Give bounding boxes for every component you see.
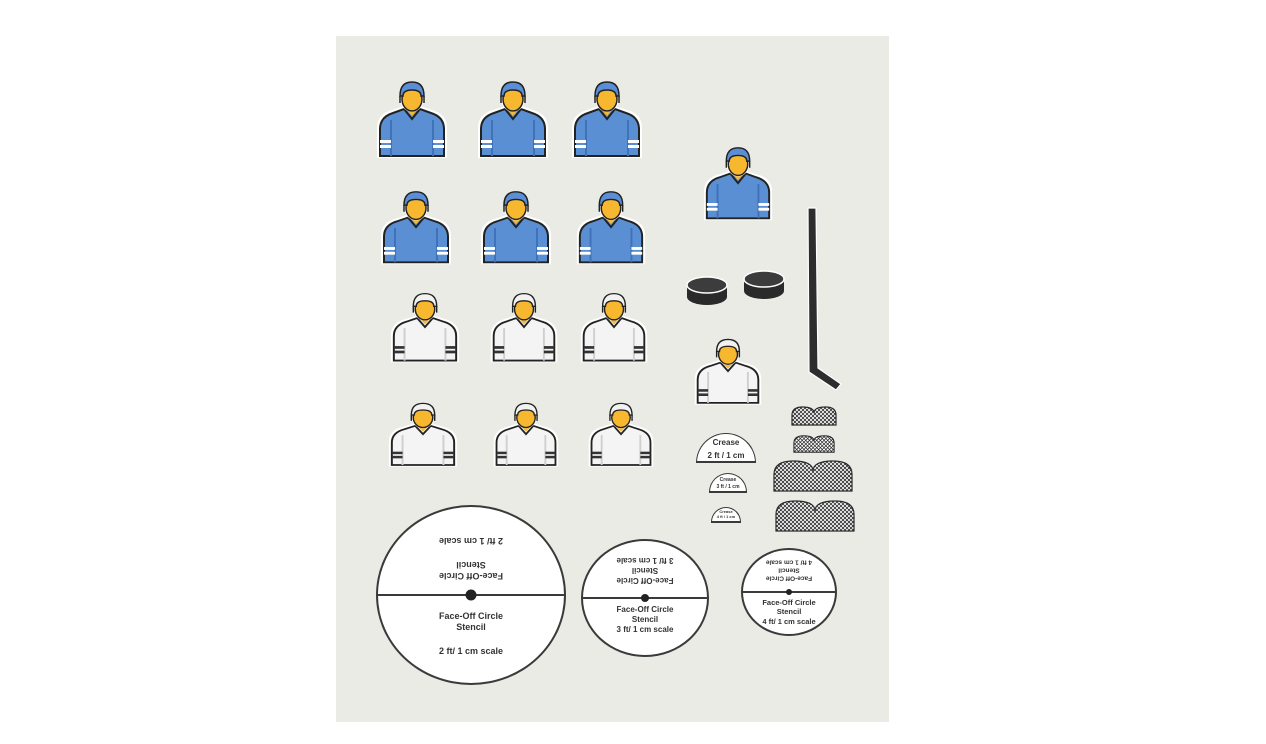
stencil-scale: 2 ft/ 1 cm scale — [438, 645, 504, 656]
crease-scale: 3 ft / 1 cm — [716, 484, 740, 490]
white-player-icon — [388, 290, 462, 366]
blue-player-icon — [475, 78, 551, 162]
stencil-subtitle-mirrored: Stencil — [456, 559, 486, 570]
crease-stencil-small: Crease 4 ft / 1 cm — [711, 507, 741, 523]
goal-net-icon — [793, 434, 835, 454]
crease-scale: 2 ft / 1 cm — [707, 450, 745, 460]
puck-icon — [686, 276, 728, 306]
white-player-icon — [578, 290, 650, 366]
blue-player-icon — [374, 78, 450, 162]
blue-player-icon — [701, 144, 775, 224]
hockey-stick-icon — [801, 206, 846, 391]
white-player-icon — [692, 336, 764, 408]
stencil-title: Face-Off Circle — [438, 611, 504, 621]
white-player-icon — [491, 400, 561, 470]
blue-player-icon — [378, 188, 454, 268]
crease-scale: 4 ft / 1 cm — [716, 513, 736, 519]
faceoff-stencil-large: Face-Off Circle Stencil 2 ft/ 1 cm scale… — [376, 505, 566, 685]
crease-stencil-medium: Crease 3 ft / 1 cm — [709, 473, 747, 493]
stencil-subtitle: Stencil — [456, 622, 486, 633]
white-player-icon — [586, 400, 656, 470]
blue-player-icon — [478, 188, 554, 268]
goal-net-icon — [773, 460, 853, 492]
stencil-title: Face-Off Circle — [616, 605, 674, 614]
stencil-title: Face-Off Circle — [762, 598, 816, 607]
stencil-scale: 3 ft/ 1 cm scale — [616, 625, 674, 634]
stencil-scale-mirrored: 2 ft/ 1 cm scale — [438, 536, 504, 547]
stencil-subtitle: Stencil — [631, 615, 659, 624]
stencil-scale-mirrored: 3 ft/ 1 cm scale — [616, 556, 674, 565]
stencil-center-dot — [465, 589, 477, 601]
stencil-title-mirrored: Face-Off Circle — [616, 576, 674, 585]
faceoff-stencil-medium: Face-Off Circle Stencil 3 ft/ 1 cm scale… — [581, 539, 709, 657]
crease-title: Crease — [719, 509, 733, 514]
white-player-icon — [488, 290, 560, 366]
stencil-subtitle: Stencil — [776, 607, 802, 617]
faceoff-stencil-small: Face-Off Circle Stencil 4 ft/ 1 cm scale… — [741, 548, 837, 636]
blue-player-icon — [574, 188, 648, 268]
crease-title: Crease — [712, 438, 740, 447]
crease-title: Crease — [719, 477, 737, 483]
puck-icon — [743, 270, 785, 300]
stencil-title-mirrored: Face-Off Circle — [765, 574, 813, 582]
stencil-center-dot — [786, 589, 792, 595]
stencil-scale-mirrored: 4 ft/ 1 cm scale — [765, 558, 813, 566]
crease-stencil-large: Crease 2 ft / 1 cm — [696, 433, 756, 463]
stencil-subtitle-mirrored: Stencil — [778, 566, 800, 574]
goal-net-icon — [791, 406, 837, 426]
white-player-icon — [386, 400, 460, 470]
stencil-scale: 4 ft/ 1 cm scale — [762, 616, 816, 626]
stencil-title-mirrored: Face-Off Circle — [438, 570, 504, 581]
stencil-subtitle-mirrored: Stencil — [631, 566, 659, 575]
stencil-center-dot — [641, 594, 649, 602]
cutout-board: Crease 2 ft / 1 cm Crease 3 ft / 1 cm Cr… — [336, 36, 889, 722]
goal-net-icon — [775, 500, 855, 532]
blue-player-icon — [569, 78, 645, 162]
